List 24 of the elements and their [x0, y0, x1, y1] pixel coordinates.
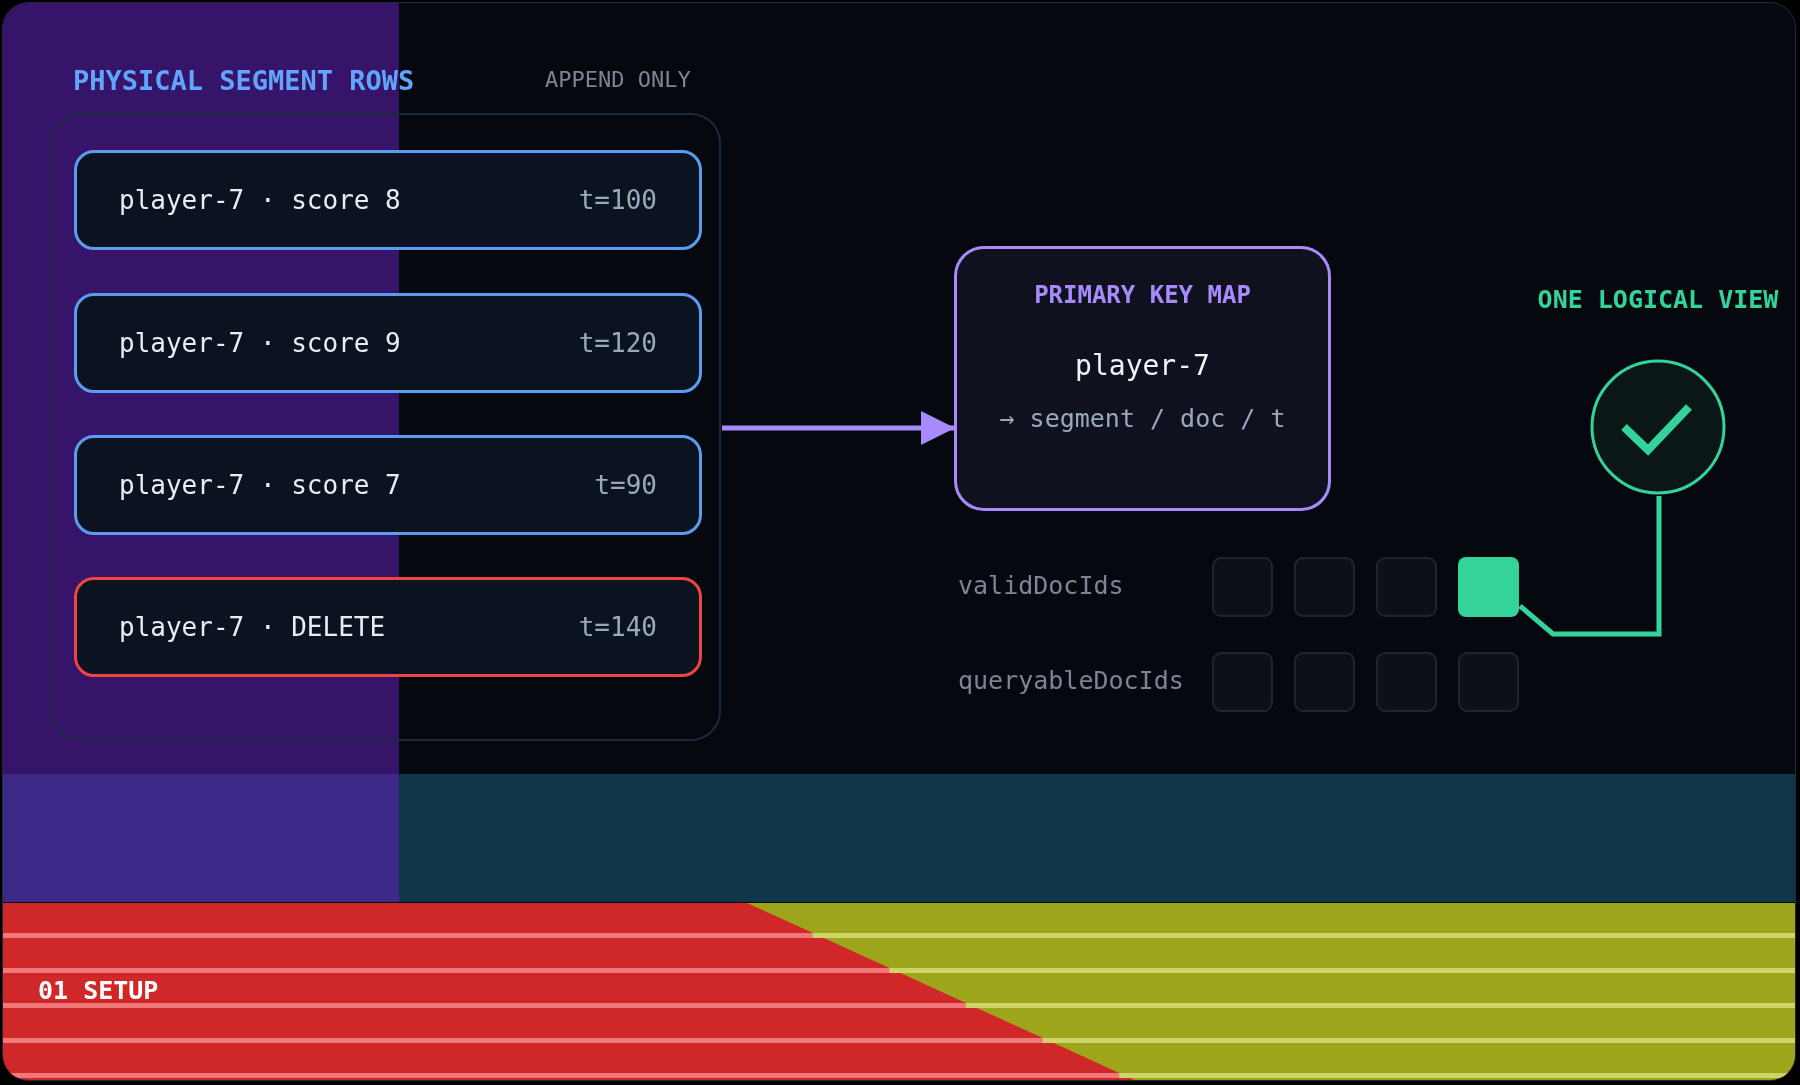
row-label: queryableDocIds	[958, 666, 1184, 695]
section-note: APPEND ONLY	[545, 67, 691, 92]
record-row	[74, 150, 702, 250]
connector-arrow	[722, 411, 955, 445]
step-label: 01 SETUP	[38, 976, 159, 1005]
view-heading: ONE LOGICAL VIEW	[1536, 285, 1780, 314]
bit-cell	[1458, 557, 1519, 617]
row-label: validDocIds	[958, 571, 1124, 600]
map-text: → segment / doc / t	[999, 404, 1286, 433]
connector-line	[1518, 496, 1662, 637]
record-row	[74, 577, 702, 677]
record-text: player-7 · score 9	[119, 328, 401, 358]
map-box	[954, 246, 1331, 511]
key-text: player-7	[1075, 349, 1210, 382]
timestamp-text: t=90	[594, 470, 657, 500]
record-row	[74, 293, 702, 393]
record-row	[74, 435, 702, 535]
timestamp-text: t=120	[578, 328, 657, 358]
record-text: player-7 · score 7	[119, 470, 401, 500]
record-text: player-7 · DELETE	[119, 612, 386, 642]
record-text: player-7 · score 8	[119, 185, 401, 215]
map-heading: PRIMARY KEY MAP	[1034, 281, 1251, 309]
timestamp-text: t=100	[578, 185, 657, 215]
timestamp-text: t=140	[578, 612, 657, 642]
